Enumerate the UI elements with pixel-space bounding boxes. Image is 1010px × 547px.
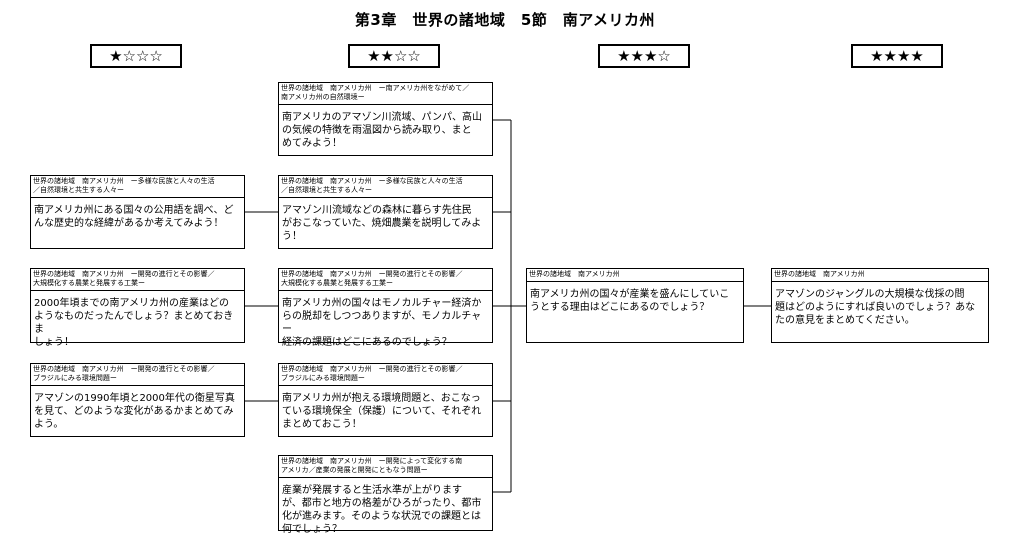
card-unit-header: 世界の諸地域 南アメリカ州 ー多様な民族と人々の生活 ／自然環境と共生する人々ー	[31, 176, 244, 198]
card-question: 南アメリカ州の国々が産業を盛んにしていこ うとする理由はどこにあるのでしょう？	[530, 289, 730, 313]
card-question: 産業が発展すると生活水準が上がります が、都市と地方の格差がひろがったり、都市 …	[282, 485, 482, 535]
question-card-slash-and-burn: 世界の諸地域 南アメリカ州 ー多様な民族と人々の生活 ／自然環境と共生する人々ー…	[278, 175, 493, 249]
card-unit-header: 世界の諸地域 南アメリカ州 ー南アメリカ州をながめて／ 南アメリカ州の自然環境ー	[279, 83, 492, 105]
card-question: アマゾンのジャングルの大規模な伐採の問 題はどのようにすれば良いのでしょう？あな…	[775, 289, 976, 326]
question-card-industry-2000: 世界の諸地域 南アメリカ州 ー開発の進行とその影響／ 大規模化する農業と発展する…	[30, 268, 245, 348]
question-card-monoculture: 世界の諸地域 南アメリカ州 ー開発の進行とその影響／ 大規模化する農業と発展する…	[278, 268, 493, 348]
card-unit-header: 世界の諸地域 南アメリカ州	[527, 269, 743, 282]
level-2-badge: ★★☆☆	[348, 44, 440, 68]
card-unit-header: 世界の諸地域 南アメリカ州 ー開発の進行とその影響／ ブラジルにみる環境問題ー	[31, 364, 244, 386]
card-unit-header: 世界の諸地域 南アメリカ州 ー開発の進行とその影響／ ブラジルにみる環境問題ー	[279, 364, 492, 386]
question-card-satellite-photos: 世界の諸地域 南アメリカ州 ー開発の進行とその影響／ ブラジルにみる環境問題ー …	[30, 363, 245, 437]
page-title: 第3章 世界の諸地域 5節 南アメリカ州	[354, 11, 656, 29]
card-unit-header: 世界の諸地域 南アメリカ州 ー開発の進行とその影響／ 大規模化する農業と発展する…	[31, 269, 244, 291]
card-question: 南アメリカ州の国々はモノカルチャー経済か らの脱却をしつつありますが、モノカルチ…	[282, 298, 482, 348]
card-question: 南アメリカ州にある国々の公用語を調べ、ど んな歴史的な経緯があるか考えてみよう！	[34, 205, 234, 229]
card-question: アマゾンの1990年頃と2000年代の衛星写真 を見て、どのような変化があるかま…	[34, 393, 235, 430]
question-card-climate-charts: 世界の諸地域 南アメリカ州 ー南アメリカ州をながめて／ 南アメリカ州の自然環境ー…	[278, 82, 493, 156]
card-unit-header: 世界の諸地域 南アメリカ州 ー開発の進行とその影響／ 大規模化する農業と発展する…	[279, 269, 492, 291]
question-card-official-languages: 世界の諸地域 南アメリカ州 ー多様な民族と人々の生活 ／自然環境と共生する人々ー…	[30, 175, 245, 249]
card-unit-header: 世界の諸地域 南アメリカ州 ー開発によって変化する南 アメリカ／産業の発展と開発…	[279, 456, 492, 478]
card-question: アマゾン川流域などの森林に暮らす先住民 がおこなっていた、焼畑農業を説明してみよ…	[282, 205, 482, 242]
level-4-badge: ★★★★	[851, 44, 943, 68]
question-card-environment: 世界の諸地域 南アメリカ州 ー開発の進行とその影響／ ブラジルにみる環境問題ー …	[278, 363, 493, 437]
card-unit-header: 世界の諸地域 南アメリカ州	[772, 269, 988, 282]
level-3-badge: ★★★☆	[598, 44, 690, 68]
level-1-badge: ★☆☆☆	[90, 44, 182, 68]
card-question: 南アメリカのアマゾン川流域、パンパ、高山 の気候の特徴を雨温図から読み取り、まと…	[282, 112, 482, 149]
card-question: 南アメリカ州が抱える環境問題と、おこなっ ている環境保全（保護）について、それぞ…	[282, 393, 482, 430]
card-unit-header: 世界の諸地域 南アメリカ州 ー多様な民族と人々の生活 ／自然環境と共生する人々ー	[279, 176, 492, 198]
card-question: 2000年頃までの南アメリカ州の産業はどの ようなものだったんでしょう？まとめて…	[34, 298, 234, 348]
question-card-industry-reasons: 世界の諸地域 南アメリカ州 南アメリカ州の国々が産業を盛んにしていこ うとする理…	[526, 268, 744, 343]
question-card-deforestation-opinion: 世界の諸地域 南アメリカ州 アマゾンのジャングルの大規模な伐採の問 題はどのよう…	[771, 268, 989, 343]
question-card-urbanization: 世界の諸地域 南アメリカ州 ー開発によって変化する南 アメリカ／産業の発展と開発…	[278, 455, 493, 535]
